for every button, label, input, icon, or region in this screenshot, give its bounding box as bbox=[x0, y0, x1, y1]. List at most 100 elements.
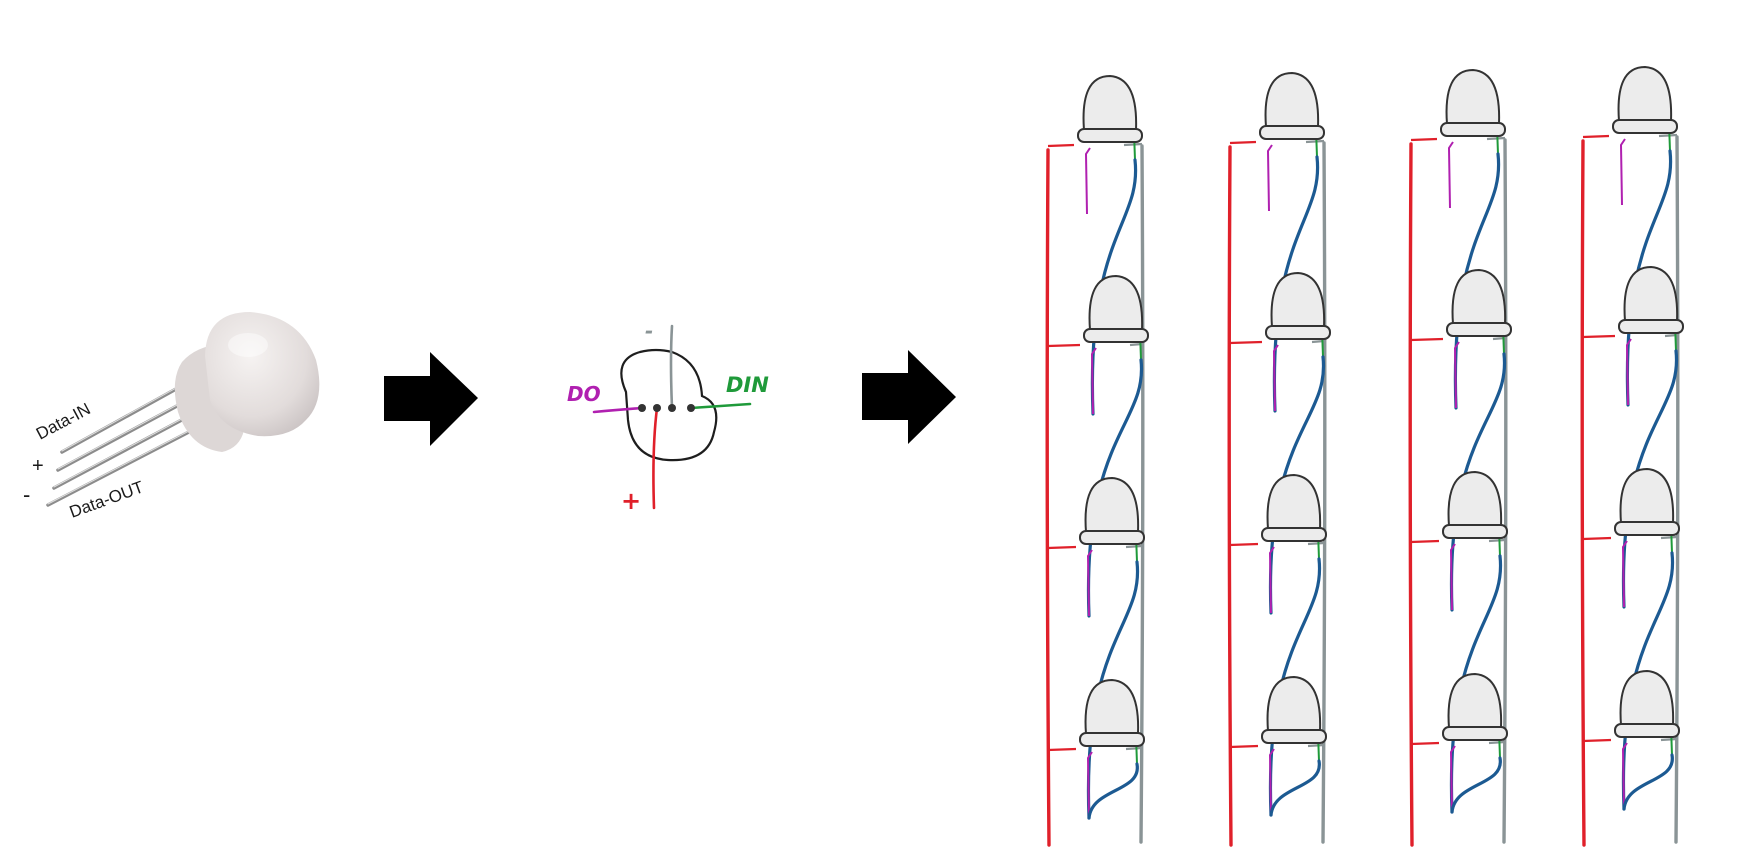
data-out-wire bbox=[592, 406, 644, 414]
led-base bbox=[1614, 723, 1680, 738]
arrow-right-icon bbox=[384, 352, 478, 446]
led-base bbox=[1618, 319, 1684, 334]
led-base bbox=[1079, 732, 1145, 747]
led-strip-column bbox=[1227, 71, 1331, 847]
minus-stub bbox=[1486, 136, 1506, 141]
led-dome bbox=[1084, 476, 1140, 533]
do-label: DO bbox=[567, 382, 601, 406]
minus-stub bbox=[1307, 743, 1325, 748]
data-out-lead bbox=[1449, 543, 1456, 611]
led-dome bbox=[1445, 68, 1501, 125]
led-unit bbox=[1582, 467, 1680, 811]
plus-stub bbox=[1047, 545, 1077, 550]
led-unit bbox=[1229, 271, 1331, 615]
chain-wire bbox=[1087, 762, 1139, 820]
led-unit bbox=[1229, 71, 1325, 413]
data-out-lead bbox=[1268, 546, 1275, 614]
plus-stub bbox=[1582, 536, 1612, 541]
minus-stub bbox=[1307, 541, 1325, 546]
led-base bbox=[1077, 128, 1143, 143]
plus-wire bbox=[652, 406, 659, 510]
led-unit bbox=[1047, 678, 1145, 820]
chain-wire bbox=[1622, 753, 1674, 811]
led-dome bbox=[1270, 271, 1326, 328]
chain-wire bbox=[1450, 756, 1502, 814]
data-out-lead bbox=[1084, 147, 1091, 215]
led-dome bbox=[1084, 678, 1140, 735]
led-base bbox=[1612, 119, 1678, 134]
plus-rail bbox=[1045, 148, 1051, 847]
led-photo-dome bbox=[205, 312, 320, 437]
plus-stub bbox=[1047, 343, 1081, 348]
led-base bbox=[1083, 328, 1149, 343]
led-strip-column bbox=[1408, 68, 1512, 847]
plus-label: + bbox=[32, 455, 44, 477]
plus-stub bbox=[1410, 137, 1438, 142]
minus-wire bbox=[669, 324, 674, 410]
minus-stub bbox=[1123, 142, 1143, 147]
led-unit bbox=[1410, 68, 1506, 410]
data-out-lead bbox=[1621, 742, 1628, 810]
led-unit bbox=[1582, 669, 1680, 811]
led-base bbox=[1614, 521, 1680, 536]
plus-stub bbox=[1410, 741, 1440, 746]
pin-dots bbox=[638, 404, 695, 412]
minus-stub bbox=[1305, 139, 1325, 144]
led-unit bbox=[1582, 65, 1678, 407]
minus-label: - bbox=[23, 482, 30, 507]
led-unit bbox=[1047, 74, 1143, 416]
arrow-right-icon bbox=[862, 350, 956, 444]
led-unit bbox=[1582, 265, 1684, 609]
led-unit bbox=[1047, 274, 1149, 618]
led-dome bbox=[1619, 669, 1675, 726]
pin-plus-label: + bbox=[621, 487, 641, 515]
led-dome bbox=[1266, 675, 1322, 732]
led-dome bbox=[1451, 268, 1507, 325]
plus-rail bbox=[1227, 145, 1233, 847]
minus-stub bbox=[1660, 535, 1678, 540]
led-dome bbox=[1623, 265, 1679, 322]
plus-stub bbox=[1410, 539, 1440, 544]
data-out-lead bbox=[1619, 138, 1626, 206]
plus-stub bbox=[1229, 140, 1257, 145]
led-base bbox=[1446, 322, 1512, 337]
led-dome bbox=[1447, 470, 1503, 527]
plus-stub bbox=[1582, 134, 1610, 139]
data-out-lead bbox=[1266, 144, 1273, 212]
pinout-body-outline bbox=[620, 348, 718, 462]
plus-stub bbox=[1229, 542, 1259, 547]
plus-stub bbox=[1582, 738, 1612, 743]
data-out-lead bbox=[1453, 341, 1460, 409]
led-base bbox=[1442, 726, 1508, 741]
led-dome bbox=[1088, 274, 1144, 331]
led-strip-column bbox=[1045, 74, 1149, 847]
plus-stub bbox=[1047, 747, 1077, 752]
plus-stub bbox=[1229, 340, 1263, 345]
led-unit bbox=[1229, 675, 1327, 817]
led-base bbox=[1440, 122, 1506, 137]
led-dome bbox=[1264, 71, 1320, 128]
led-dome bbox=[1619, 467, 1675, 524]
data-out-lead bbox=[1625, 338, 1632, 406]
plus-stub bbox=[1047, 143, 1075, 148]
led-base bbox=[1442, 524, 1508, 539]
data-out-lead bbox=[1449, 745, 1456, 813]
data-out-label: Data-OUT bbox=[67, 477, 146, 521]
led-strip-column bbox=[1580, 65, 1684, 847]
led-dome bbox=[1447, 672, 1503, 729]
led-photo: Data-IN + - Data-OUT bbox=[23, 312, 320, 522]
plus-stub bbox=[1229, 744, 1259, 749]
chain-wire bbox=[1269, 759, 1321, 817]
minus-stub bbox=[1125, 544, 1143, 549]
minus-stub bbox=[1125, 746, 1143, 751]
minus-stub bbox=[1660, 737, 1678, 742]
led-unit bbox=[1410, 470, 1508, 814]
din-label: DIN bbox=[726, 373, 769, 397]
led-base bbox=[1261, 527, 1327, 542]
led-base bbox=[1259, 125, 1325, 140]
led-dome bbox=[1082, 74, 1138, 131]
data-out-lead bbox=[1086, 751, 1093, 819]
data-out-lead bbox=[1268, 748, 1275, 816]
led-unit bbox=[1047, 476, 1145, 820]
